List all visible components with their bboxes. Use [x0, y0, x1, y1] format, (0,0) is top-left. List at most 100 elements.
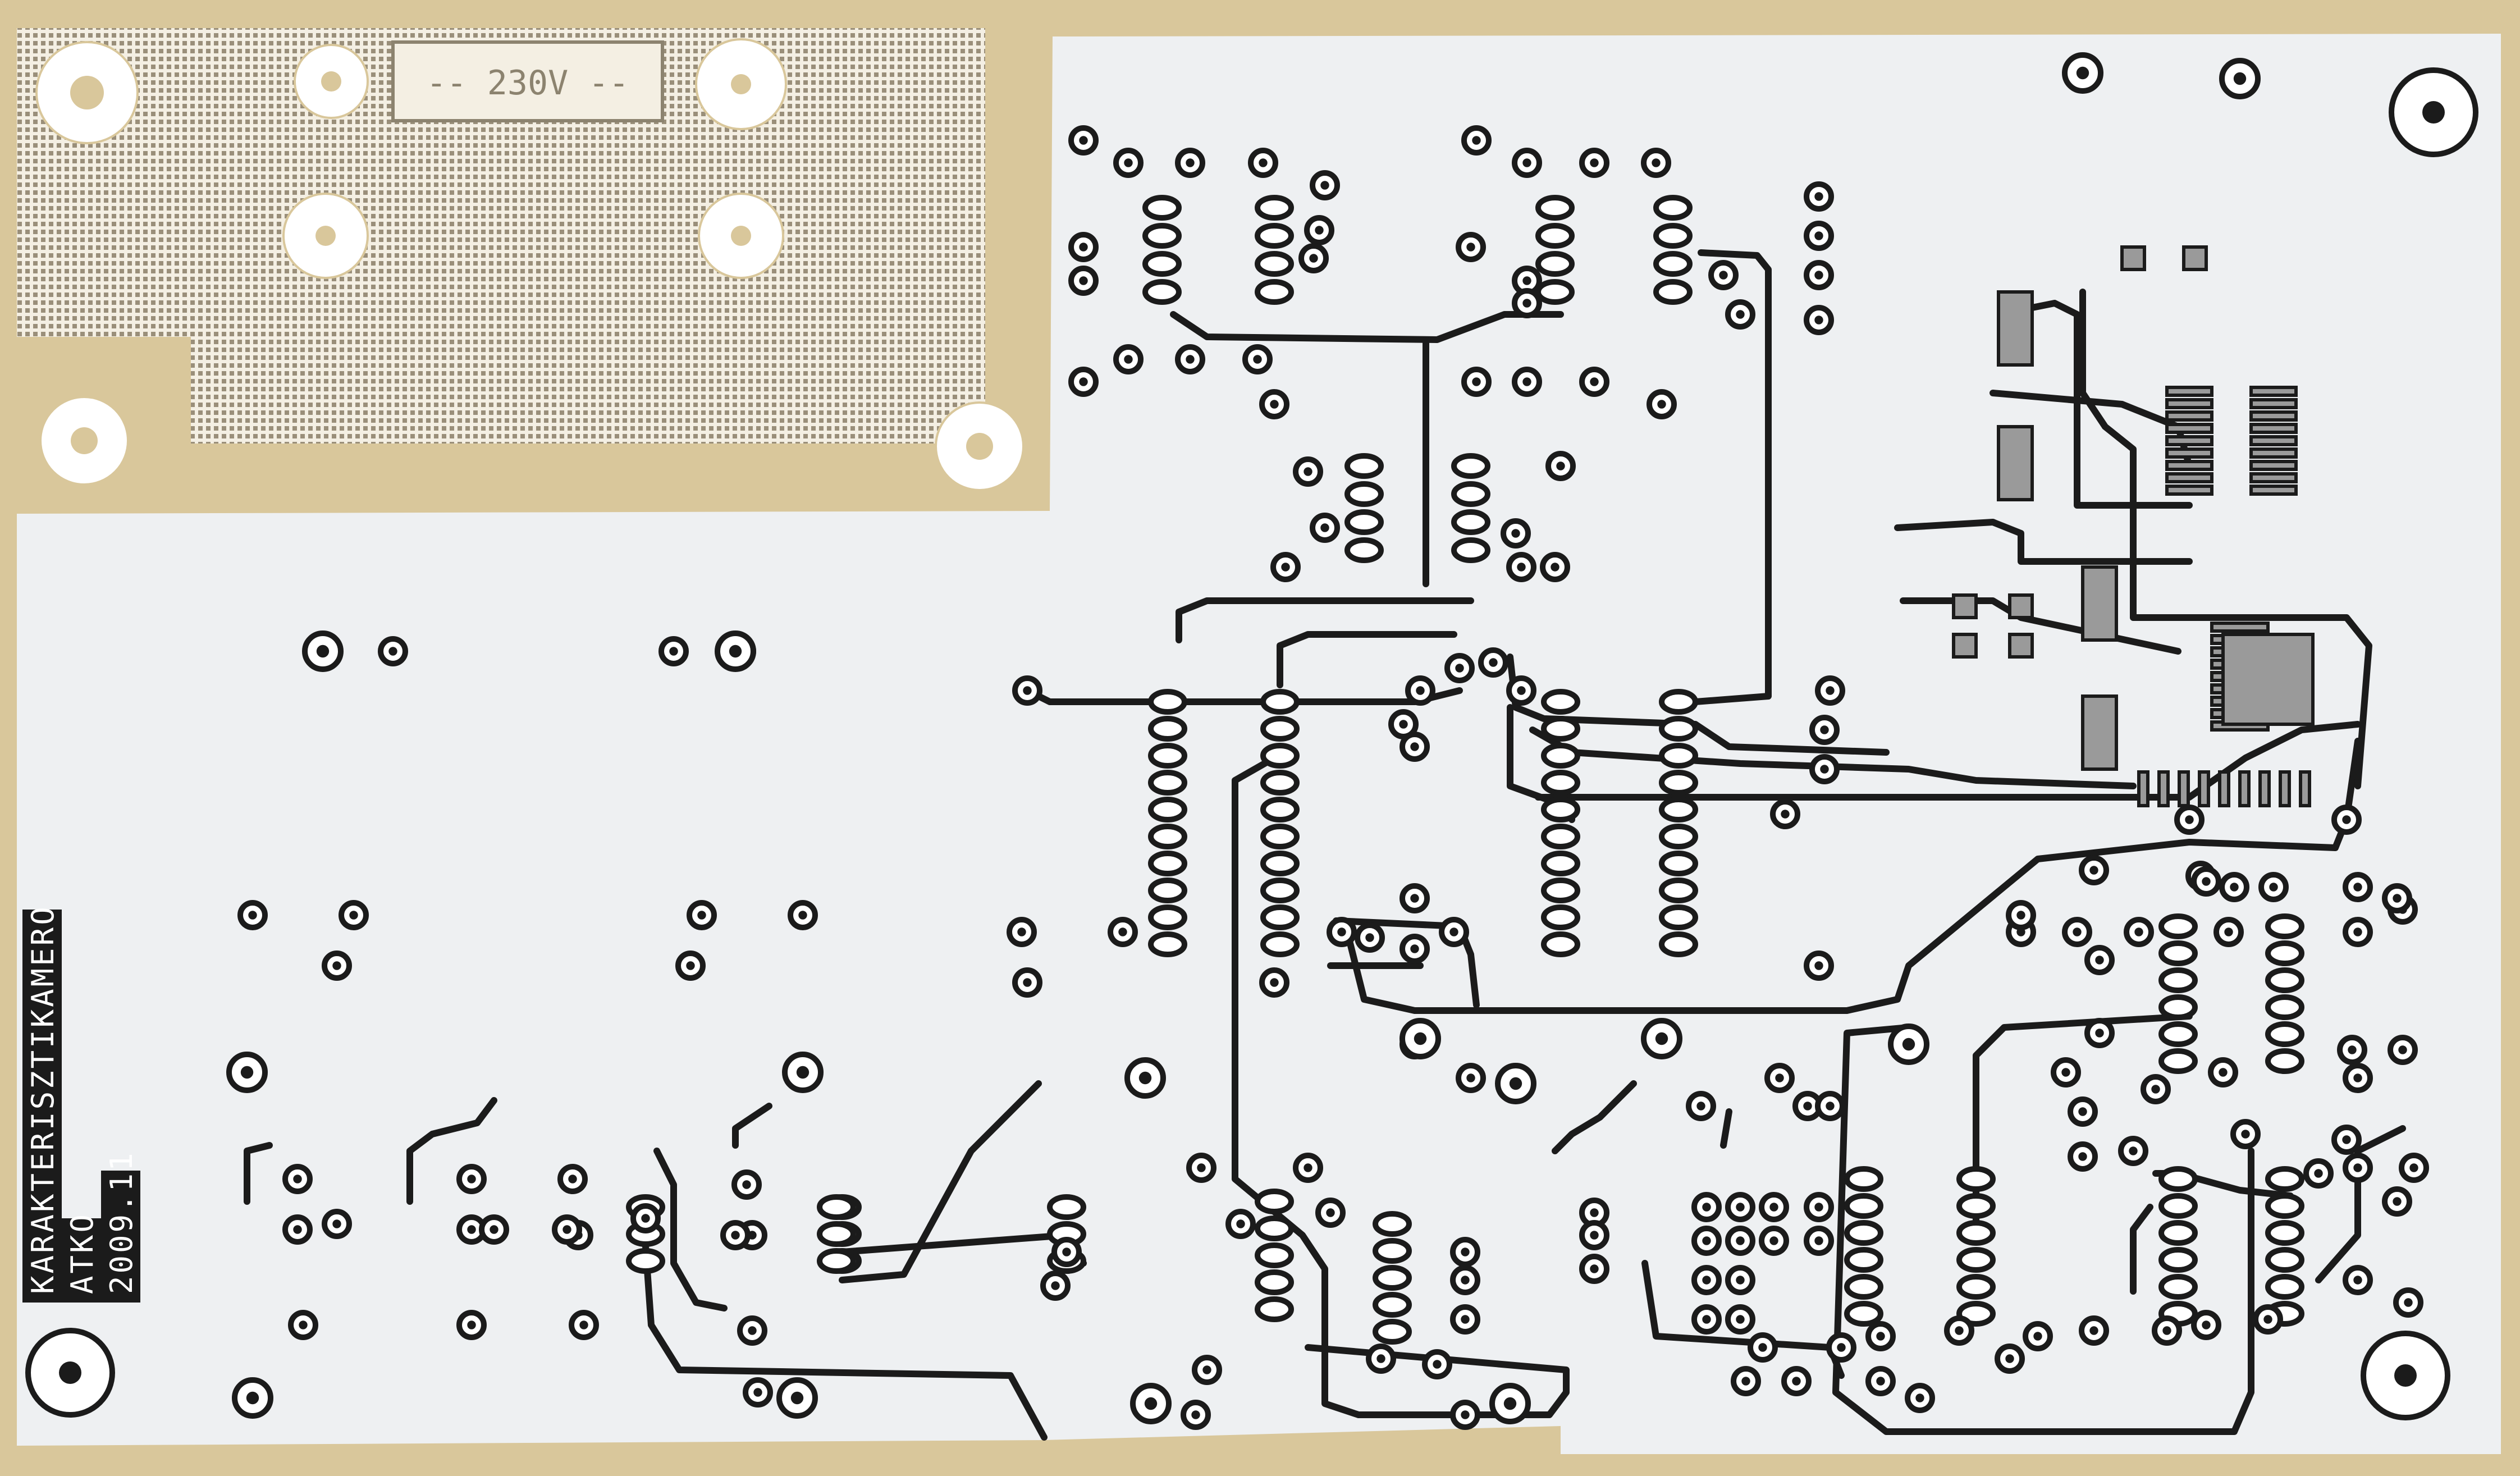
- ic-pad: [1956, 1274, 1996, 1300]
- smd-pad: [2165, 447, 2213, 459]
- trace: [1832, 1024, 2254, 1435]
- ic-pad: [1344, 481, 1384, 507]
- ic-pad: [1260, 716, 1300, 742]
- mains-label: -- 230V --: [426, 63, 629, 103]
- trace: [732, 1103, 772, 1149]
- component-pads: [226, 52, 2429, 1430]
- ic-pad: [1373, 1292, 1412, 1318]
- ic-pad: [1373, 1211, 1412, 1237]
- smd-pad: [2249, 485, 2298, 496]
- ic-pad: [1260, 851, 1300, 876]
- ic-pad: [1142, 251, 1182, 277]
- ic-pad: [2265, 940, 2304, 966]
- smd-pad: [2165, 472, 2213, 483]
- ic-pad: [1844, 1301, 1883, 1327]
- ic-pad: [2265, 913, 2304, 939]
- ic-pad: [1451, 509, 1490, 535]
- ic-pad: [2265, 1247, 2304, 1273]
- smd-pad: [2221, 633, 2315, 726]
- ic-pad: [2158, 1220, 2198, 1246]
- smd-pad: [2165, 410, 2213, 422]
- smd-pad: [2081, 565, 2118, 642]
- ic-pad: [1260, 797, 1300, 822]
- smd-pad: [2137, 770, 2149, 807]
- ic-pad: [2158, 994, 2198, 1020]
- main-board-mounting-holes: [25, 67, 2478, 1420]
- smd-pad: [1997, 425, 2034, 501]
- ic-pad: [1255, 223, 1294, 249]
- smd-pad: [2165, 398, 2213, 409]
- ic-pad: [1148, 904, 1187, 930]
- trace: [1170, 311, 1564, 343]
- ic-pad: [1541, 904, 1580, 930]
- smd-pad: [1952, 633, 1978, 659]
- trace: [1720, 1108, 1732, 1149]
- board-title-label: KARAKTERISZTIKAMERO: [25, 904, 61, 1294]
- ic-pad: [1956, 1166, 1996, 1192]
- ic-pad: [2158, 913, 2198, 939]
- trace: [2315, 1125, 2406, 1283]
- trace: [1535, 721, 2361, 801]
- ic-pad: [1844, 1274, 1883, 1300]
- smd-pad: [2008, 633, 2034, 659]
- smd-pad: [2210, 622, 2270, 633]
- ic-pad: [817, 1248, 856, 1274]
- ic-pad: [1255, 195, 1294, 221]
- ic-pad: [1148, 931, 1187, 957]
- ic-pad: [2158, 940, 2198, 966]
- smd-pad: [2008, 593, 2034, 619]
- ic-pad: [1541, 770, 1580, 796]
- ic-pad: [1148, 878, 1187, 903]
- ic-pad: [1535, 195, 1575, 221]
- ic-pad: [1541, 878, 1580, 903]
- ic-pad: [1541, 689, 1580, 715]
- smd-pad: [2157, 770, 2170, 807]
- ic-pad: [1148, 824, 1187, 849]
- ic-pad: [1653, 195, 1693, 221]
- ic-pad: [2265, 1220, 2304, 1246]
- smd-pad: [2299, 770, 2311, 807]
- copper-traces: [244, 249, 2406, 1441]
- ic-pad: [1956, 1220, 1996, 1246]
- ic-pad: [1255, 1296, 1294, 1322]
- smd-pad: [2198, 770, 2210, 807]
- ic-pad: [1255, 1189, 1294, 1214]
- ic-pad: [2158, 1048, 2198, 1074]
- ic-pad: [1142, 223, 1182, 249]
- ic-pad: [1344, 453, 1384, 479]
- trace: [1894, 519, 2193, 565]
- ic-pad: [2265, 1021, 2304, 1047]
- ic-pad: [1260, 743, 1300, 769]
- ic-pad: [1659, 716, 1698, 742]
- ic-pad: [1535, 279, 1575, 305]
- ic-pad: [1047, 1194, 1086, 1220]
- ic-pad: [2158, 1021, 2198, 1047]
- ic-pad: [1142, 279, 1182, 305]
- ic-pad: [1659, 931, 1698, 957]
- ic-pad: [1956, 1247, 1996, 1273]
- ic-pad: [1255, 251, 1294, 277]
- smd-pad: [2182, 245, 2208, 271]
- ic-pad: [1260, 824, 1300, 849]
- ic-pad: [1659, 689, 1698, 715]
- ic-pad: [2265, 994, 2304, 1020]
- trace: [1552, 1080, 1637, 1154]
- mains-label-box: [391, 40, 664, 122]
- ic-pad: [1659, 851, 1698, 876]
- ic-pad: [1653, 251, 1693, 277]
- smd-pad: [2178, 770, 2190, 807]
- ic-pad: [2265, 1274, 2304, 1300]
- ic-pad: [1260, 878, 1300, 903]
- smd-pad: [2249, 423, 2298, 434]
- ic-pad: [1659, 743, 1698, 769]
- ic-pad: [1659, 797, 1698, 822]
- ic-pad: [2158, 1193, 2198, 1219]
- ic-pad: [1541, 797, 1580, 822]
- ic-pad: [1541, 851, 1580, 876]
- smd-pad: [2249, 447, 2298, 459]
- smd-pad: [2279, 770, 2291, 807]
- ic-pad: [1148, 851, 1187, 876]
- trace: [2023, 300, 2193, 509]
- trace: [1176, 597, 1474, 643]
